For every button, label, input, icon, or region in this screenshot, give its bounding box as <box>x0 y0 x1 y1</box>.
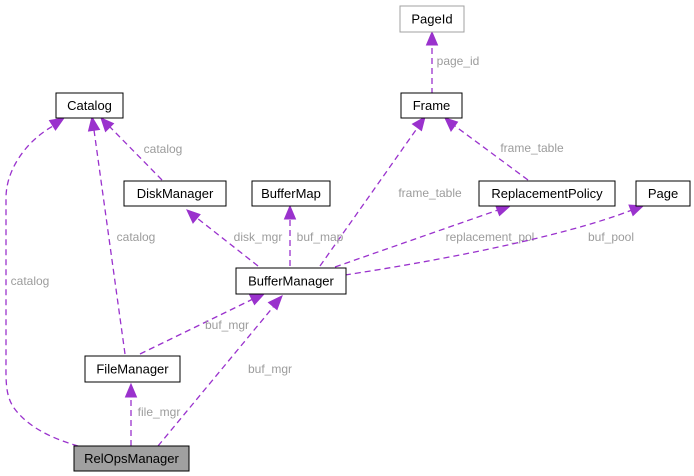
node-label-catalog: Catalog <box>67 98 112 113</box>
edge-frame-pageid: page_id <box>425 30 480 94</box>
edge-relopsmanager-catalog: catalog <box>5 117 79 447</box>
edge-diskmanager-catalog: catalog <box>100 117 183 181</box>
node-pageid[interactable]: PageId <box>399 5 465 33</box>
edge-label-frame-table-bm: frame_table <box>398 186 462 200</box>
edge-label-disk-mgr: disk_mgr <box>234 230 283 244</box>
edge-buffermanager-page: buf_pool <box>344 204 645 276</box>
edge-label-catalog-file: catalog <box>117 230 156 244</box>
edge-replacementpolicy-frame: frame_table <box>444 117 564 181</box>
edge-buffermanager-diskmanager: disk_mgr <box>186 209 283 267</box>
edge-label-page-id: page_id <box>437 54 480 68</box>
edge-label-frame-table-rp: frame_table <box>500 141 564 155</box>
node-replacementpolicy[interactable]: ReplacementPolicy <box>478 180 616 207</box>
edge-label-replacement-pol: replacement_pol <box>446 230 535 244</box>
edge-label-buf-pool: buf_pool <box>588 230 634 244</box>
node-filemanager[interactable]: FileManager <box>84 355 181 383</box>
edge-label-file-mgr: file_mgr <box>138 405 181 419</box>
node-buffermap[interactable]: BufferMap <box>251 180 331 207</box>
node-label-pageid: PageId <box>411 12 452 27</box>
edge-label-buf-mgr-file: buf_mgr <box>205 318 249 332</box>
edge-label-buf-mgr-relops: buf_mgr <box>248 362 292 376</box>
node-label-buffermanager: BufferManager <box>248 274 334 289</box>
edge-label-buf-map: buf_map <box>297 230 344 244</box>
node-label-diskmanager: DiskManager <box>137 186 214 201</box>
node-label-buffermap: BufferMap <box>261 186 321 201</box>
edge-filemanager-buffermanager: buf_mgr <box>139 293 266 355</box>
node-buffermanager[interactable]: BufferManager <box>235 267 347 295</box>
node-label-page: Page <box>648 186 678 201</box>
node-relopsmanager[interactable]: RelOpsManager <box>73 445 190 472</box>
node-diskmanager[interactable]: DiskManager <box>123 180 227 207</box>
node-label-frame: Frame <box>413 98 451 113</box>
node-label-replacementpolicy: ReplacementPolicy <box>491 186 603 201</box>
edge-label-catalog-disk: catalog <box>144 142 183 156</box>
edge-buffermanager-frame: frame_table <box>319 115 462 267</box>
node-catalog[interactable]: Catalog <box>55 92 124 119</box>
edge-buffermanager-buffermap: buf_map <box>283 204 344 266</box>
node-label-filemanager: FileManager <box>96 362 169 377</box>
node-page[interactable]: Page <box>635 180 691 207</box>
edge-filemanager-catalog: catalog <box>87 115 156 355</box>
node-label-relopsmanager: RelOpsManager <box>84 451 179 466</box>
edge-label-catalog-relops: catalog <box>11 274 50 288</box>
edge-relopsmanager-buffermanager: buf_mgr <box>157 295 292 447</box>
edge-buffermanager-replacementpolicy: replacement_pol <box>334 204 535 268</box>
edge-relopsmanager-filemanager: file_mgr <box>124 382 181 446</box>
node-frame[interactable]: Frame <box>400 92 463 119</box>
